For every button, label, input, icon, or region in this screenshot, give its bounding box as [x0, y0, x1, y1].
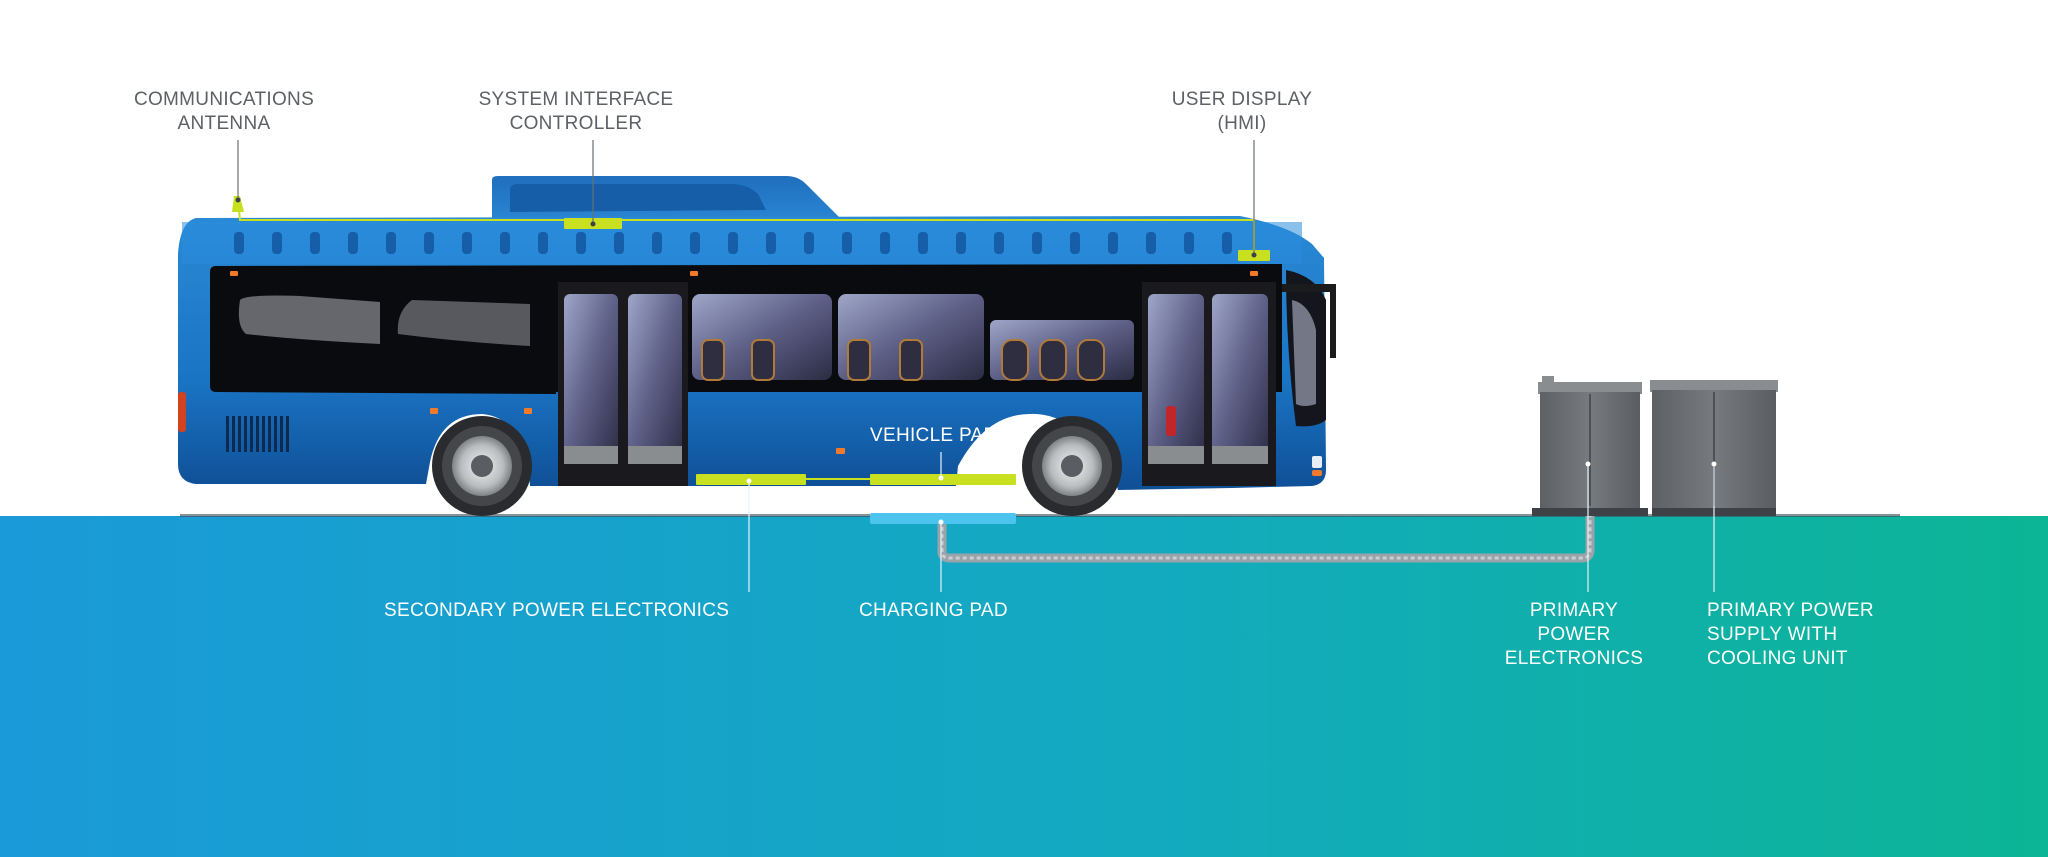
label-secondary-power-electronics: SECONDARY POWER ELECTRONICS	[384, 600, 730, 621]
label-system-interface-controller: SYSTEM INTERFACE CONTROLLER	[478, 89, 674, 134]
roof-vents	[234, 232, 1232, 254]
side-mirror	[1282, 284, 1336, 358]
engine-grille	[226, 416, 289, 452]
rear-window-1	[238, 295, 380, 344]
leader-lines-light	[748, 452, 1715, 592]
marker-lights	[230, 271, 1258, 454]
passenger-window-1	[692, 294, 832, 380]
label-primary-power-electronics: PRIMARY POWER ELECTRONICS	[1504, 600, 1644, 669]
charging-pad	[870, 513, 1016, 524]
rear-window-2	[397, 300, 530, 346]
label-primary-power-supply: PRIMARY POWER SUPPLY WITH COOLING UNIT	[1707, 600, 1874, 669]
leader-lines	[237, 140, 1255, 254]
communications-antenna	[232, 196, 244, 212]
ground	[0, 516, 2048, 857]
leader-dots	[746, 461, 1717, 525]
label-user-display: USER DISPLAY (HMI)	[1171, 89, 1313, 134]
primary-power-electronics-cabinet	[1532, 376, 1648, 516]
label-communications-antenna: COMMUNICATIONS ANTENNA	[133, 89, 315, 134]
bus	[178, 176, 1336, 516]
front-wheel	[1022, 416, 1122, 516]
road-line	[180, 514, 1900, 517]
rear-wheel	[432, 416, 532, 516]
middle-door	[558, 282, 688, 486]
passenger-window-2	[838, 294, 984, 380]
rear-light	[178, 392, 186, 432]
label-vehicle-pad: VEHICLE PAD	[870, 425, 998, 446]
seats	[701, 339, 1105, 381]
front-door	[1142, 282, 1276, 486]
label-charging-pad: CHARGING PAD	[859, 600, 1008, 621]
